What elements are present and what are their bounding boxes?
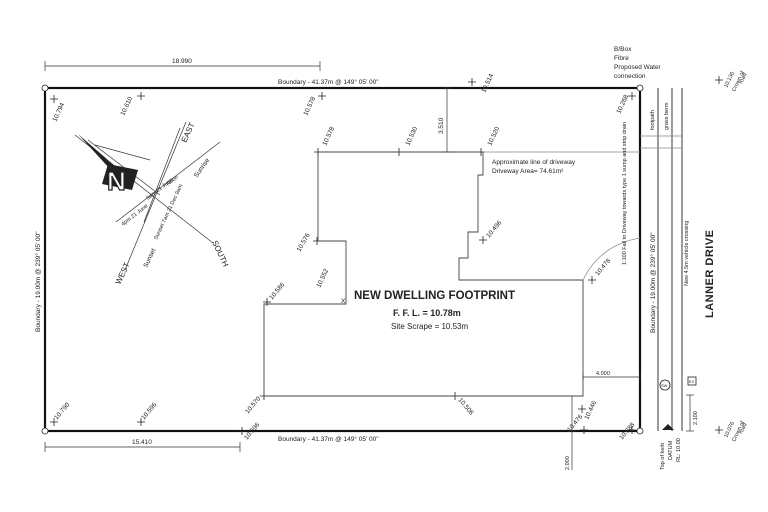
spot-level-labels: 10.794 10.610 10.578 10.514 10.268 10.57… <box>51 73 636 442</box>
boundary-peg-bl <box>41 427 49 435</box>
footprint-mark: X <box>341 298 346 305</box>
vehicle-crossing-label: New 4.5m vehicle crossing <box>684 221 690 286</box>
driveway-width-label: 4.000 <box>596 371 610 377</box>
crown-top-label-2: road <box>738 72 748 85</box>
boundary-top-label: Boundary - 41.37m @ 149° 05' 00" <box>278 78 379 86</box>
driveway-area-label: Driveway Area= 74.61m² <box>492 168 564 175</box>
lot-boundary <box>43 86 642 433</box>
boundary-peg-tl <box>41 84 49 92</box>
level-h1: 10.578 <box>321 126 336 147</box>
level-h2: 10.530 <box>404 126 419 147</box>
utility-water: Proposed Water <box>614 64 662 71</box>
level-tr: 10.268 <box>615 94 630 115</box>
ex-symbol-icon <box>687 376 697 386</box>
setback-bottom-dimension: 2.000 <box>565 396 576 470</box>
utility-fibre: Fibre <box>614 55 629 62</box>
level-b2: 10.570 <box>244 395 262 415</box>
driveway-width-dimension: 4.000 <box>582 371 641 381</box>
crown-bottom-label-2: road <box>738 422 748 435</box>
level-h6: 10.552 <box>315 268 330 289</box>
sunset-label: Sunset <box>142 247 157 268</box>
road-offset-dimension: 2.100 <box>686 394 699 432</box>
boundary-peg-br <box>636 427 644 435</box>
level-b4: 10.506 <box>456 397 474 417</box>
north-label: N <box>107 166 126 196</box>
setback-bottom-label: 2.000 <box>565 456 571 470</box>
footpath-label: footpath <box>650 110 656 130</box>
ex-symbol-label: EX <box>689 379 695 384</box>
sw-symbol-label: SW <box>661 383 668 388</box>
dwelling-scrape: Site Scrape = 10.53m <box>391 322 468 331</box>
top-offset-label: 18.990 <box>172 58 192 65</box>
boundary-peg-tr <box>636 84 644 92</box>
grass-berm-label: grass berm <box>664 102 670 130</box>
datum-notes: Top of kerb DATUM RL: 10.00 <box>660 424 682 470</box>
dwelling-footprint <box>263 151 584 397</box>
driveway-curve <box>582 237 641 281</box>
road-offset-label: 2.100 <box>693 411 699 425</box>
spot-levels <box>50 76 723 435</box>
sunrise-label: Sunrise <box>193 157 212 179</box>
datum-label: DATUM <box>668 440 674 460</box>
boundary-left-label: Boundary - 19.00m @ 239° 05' 00" <box>34 231 42 332</box>
dwelling-labels: NEW DWELLING FOOTPRINT F. F. L. = 10.78m… <box>354 290 515 331</box>
east-label: EAST <box>180 121 197 144</box>
top-of-kerb-label: Top of kerb <box>660 443 666 470</box>
level-t1: 10.610 <box>119 96 134 117</box>
level-t3: 10.514 <box>480 73 495 94</box>
driveway-line-label: Approximate line of driveway <box>492 159 576 166</box>
fall-note: 1:100 Fall to Driveway towards type 1 su… <box>622 122 628 265</box>
boundary-right-label: Boundary - 19.00m @ 239° 05' 00" <box>649 232 657 333</box>
setback-top-dimension: 3.510 <box>438 87 451 153</box>
sw-symbol-icon <box>659 379 671 391</box>
level-b5: 10.446 <box>583 400 598 421</box>
datum-marker-icon <box>662 424 674 430</box>
level-h3: 10.520 <box>486 126 501 147</box>
west-label: WEST <box>114 261 132 286</box>
boundary-bottom-label: Boundary - 41.37m @ 149° 05' 00" <box>278 435 379 443</box>
level-tl: 10.794 <box>51 102 66 123</box>
level-h7: 10.586 <box>268 281 286 301</box>
top-offset-dimension: 18.990 <box>44 58 321 71</box>
utilities-label: B/Box Fibre Proposed Water connection <box>614 46 662 80</box>
compass-rose: N EAST WEST SOUTH Sunrise Sunset 4pm 21 … <box>74 121 230 286</box>
utility-connection: connection <box>614 73 646 80</box>
level-t2: 10.578 <box>302 96 317 117</box>
dwelling-title: NEW DWELLING FOOTPRINT <box>354 290 515 302</box>
bottom-offset-label: 15.410 <box>132 439 152 446</box>
setback-top-label: 3.510 <box>438 117 445 134</box>
road-reserve <box>640 88 683 431</box>
level-bl: 10.790 <box>53 401 71 421</box>
utility-bbox: B/Box <box>614 46 632 53</box>
level-h4: 10.496 <box>485 219 503 239</box>
level-h5: 10.576 <box>296 232 312 253</box>
road-name: LANNER DRIVE <box>704 229 716 318</box>
dwelling-ffl: F. F. L. = 10.78m <box>393 308 461 318</box>
level-h8: 10.478 <box>594 257 612 277</box>
bottom-offset-dimension: 15.410 <box>44 439 241 452</box>
rl-label: RL: 10.00 <box>676 438 682 462</box>
level-b1: 10.596 <box>140 401 158 421</box>
south-label: SOUTH <box>210 239 230 268</box>
